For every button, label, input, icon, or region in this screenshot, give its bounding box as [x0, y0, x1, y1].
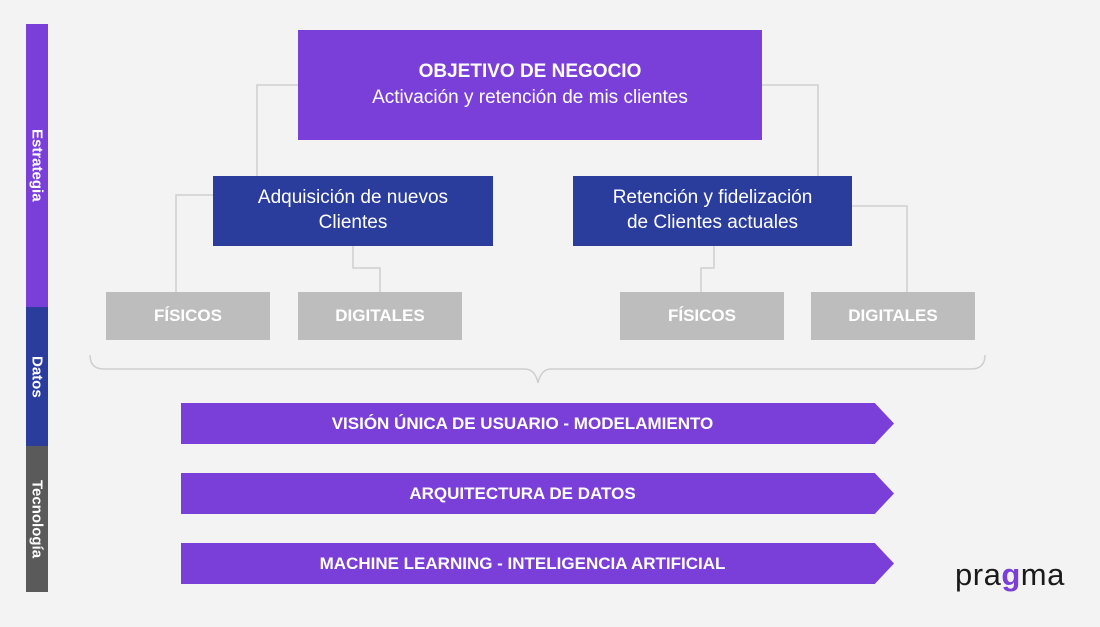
branch-retention-line2: de Clientes actuales	[626, 212, 799, 233]
sidebar-label-estrategia: Estrategia	[28, 129, 46, 202]
objective-box: OBJETIVO DE NEGOCIO Activación y retenci…	[298, 30, 762, 140]
layer-label-vision-unica: VISIÓN ÚNICA DE USUARIO - MODELAMIENTO	[331, 413, 714, 433]
connector-objective-right	[762, 84, 819, 176]
branch-retention-box: Retención y fidelización de Clientes act…	[573, 176, 852, 246]
layer-arrow-arquitectura: ARQUITECTURA DE DATOS	[181, 473, 894, 514]
sidebar-section-tecnologia: Tecnología	[26, 446, 48, 592]
leaf-retention-digitales: DIGITALES	[811, 292, 975, 340]
branch-acquisition-line1: Adquisición de nuevos	[257, 187, 449, 209]
branch-acquisition-box: Adquisición de nuevos Clientes	[213, 176, 493, 246]
sidebar-section-datos: Datos	[26, 307, 48, 446]
sidebar-section-estrategia: Estrategia	[26, 24, 48, 307]
layer-arrow-machine-learning: MACHINE LEARNING - INTELIGENCIA ARTIFICI…	[181, 543, 894, 584]
objective-title: OBJETIVO DE NEGOCIO	[418, 61, 642, 83]
connector-objective-left	[256, 84, 298, 176]
sidebar-label-datos: Datos	[28, 355, 46, 398]
connector-left-fisicos	[175, 194, 213, 292]
objective-subtitle: Activación y retención de mis clientes	[372, 87, 688, 108]
sidebar-label-tecnologia: Tecnología	[28, 479, 46, 559]
layer-label-arquitectura: ARQUITECTURA DE DATOS	[409, 483, 636, 503]
leaf-acquisition-digitales: DIGITALES	[298, 292, 462, 340]
leaf-acquisition-fisicos: FÍSICOS	[106, 292, 270, 340]
connector-right-digitales	[852, 205, 908, 292]
leaf-retention-fisicos: FÍSICOS	[620, 292, 784, 340]
grouping-brace	[89, 354, 986, 384]
connector-right-fisicos	[700, 246, 715, 292]
connector-left-digitales	[352, 246, 381, 292]
branch-acquisition-line2: Clientes	[318, 212, 388, 233]
logo-text-end: ma	[1020, 557, 1065, 592]
layer-arrow-vision-unica: VISIÓN ÚNICA DE USUARIO - MODELAMIENTO	[181, 403, 894, 444]
branch-retention-line1: Retención y fidelización	[612, 187, 813, 209]
layer-label-machine-learning: MACHINE LEARNING - INTELIGENCIA ARTIFICI…	[319, 553, 726, 573]
logo-text-accent: g	[1001, 557, 1021, 592]
logo-text-start: pra	[955, 557, 1002, 592]
